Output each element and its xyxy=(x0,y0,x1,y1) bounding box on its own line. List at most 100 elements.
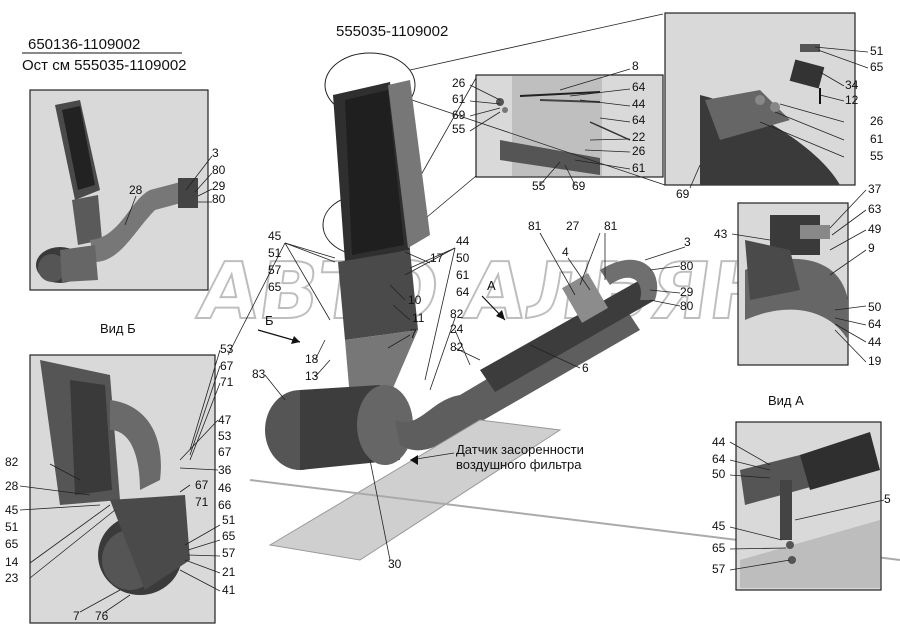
label: 12 xyxy=(845,93,859,107)
label: 65 xyxy=(268,280,282,294)
labels-right-mid: 37 63 49 43 9 50 64 44 19 xyxy=(714,182,882,368)
label: 69 xyxy=(572,179,586,193)
label: 14 xyxy=(5,555,19,569)
label: 13 xyxy=(305,369,319,383)
label: 55 xyxy=(870,149,884,163)
label: 51 xyxy=(268,246,282,260)
labels-top-right: 51 65 34 12 26 61 55 69 xyxy=(676,44,884,201)
label: 36 xyxy=(218,463,232,477)
label: 69 xyxy=(676,187,690,201)
label: 27 xyxy=(566,219,580,233)
label: 64 xyxy=(632,80,646,94)
label: 64 xyxy=(712,452,726,466)
label: 44 xyxy=(632,97,646,111)
label: 51 xyxy=(5,520,19,534)
label: 53 xyxy=(220,342,234,356)
view-b-drawing xyxy=(40,360,190,595)
label: 41 xyxy=(222,583,236,597)
sensor-caption-line2: воздушного фильтра xyxy=(456,457,582,472)
label: 26 xyxy=(632,144,646,158)
label: 80 xyxy=(212,163,226,177)
top-right-drawing xyxy=(700,44,840,185)
label: 26 xyxy=(452,76,466,90)
label: 71 xyxy=(195,495,209,509)
header-center: 555035-1109002 xyxy=(336,23,448,40)
arrow-b-head xyxy=(291,336,300,344)
main-assembly xyxy=(249,80,900,561)
arrow-a-label: А xyxy=(487,278,496,293)
label: 51 xyxy=(870,44,884,58)
label: 65 xyxy=(5,537,19,551)
leaders-top-detail xyxy=(469,68,631,186)
labels-center: 45 51 57 65 44 50 61 64 17 10 11 18 13 8… xyxy=(252,219,694,571)
label: 83 xyxy=(252,367,266,381)
label: 61 xyxy=(632,161,646,175)
label: 69 xyxy=(452,108,466,122)
arrow-a-head xyxy=(496,310,505,320)
view-b-caption: Вид Б xyxy=(100,321,136,336)
view-a-drawing xyxy=(740,432,880,588)
header-left-2: Ост см 555035-1109002 xyxy=(22,57,187,74)
label: 49 xyxy=(868,222,882,236)
label: 34 xyxy=(845,78,859,92)
leaders-right-mid xyxy=(731,189,867,363)
label: 29 xyxy=(680,285,694,299)
label: 44 xyxy=(712,435,726,449)
label: 10 xyxy=(408,293,422,307)
label: 67 xyxy=(220,359,234,373)
label: 65 xyxy=(222,529,236,543)
watermark: АВТО АЛЬЯНС xyxy=(193,246,839,337)
label: 43 xyxy=(714,227,728,241)
label: 47 xyxy=(218,413,232,427)
label: 64 xyxy=(456,285,470,299)
right-mid-drawing xyxy=(745,215,848,340)
label: 80 xyxy=(680,299,694,313)
sensor-caption-line1: Датчик засоренности xyxy=(456,442,584,457)
leaders-view-a xyxy=(729,441,885,571)
label: 45 xyxy=(5,503,19,517)
label: 22 xyxy=(632,130,646,144)
label: 29 xyxy=(212,179,226,193)
leaders-center xyxy=(227,232,686,561)
label: 37 xyxy=(868,182,882,196)
view-a-caption: Вид А xyxy=(768,393,804,408)
labels-view-b: 53 67 71 47 53 67 36 46 67 71 66 51 65 5… xyxy=(5,342,236,623)
label: 7 xyxy=(73,609,80,623)
label: 82 xyxy=(450,340,464,354)
label: 8 xyxy=(632,59,639,73)
label: 67 xyxy=(218,445,232,459)
label: 82 xyxy=(5,455,19,469)
label: 4 xyxy=(562,245,569,259)
label: 18 xyxy=(305,352,319,366)
leaders-view-b xyxy=(19,349,221,613)
label: 19 xyxy=(868,354,882,368)
leaders-top-right xyxy=(689,46,869,189)
label: 50 xyxy=(456,251,470,265)
label: 23 xyxy=(5,571,19,585)
label: 45 xyxy=(268,229,282,243)
label: 50 xyxy=(712,467,726,481)
label: 81 xyxy=(528,219,542,233)
label: 66 xyxy=(218,498,232,512)
labels-top-left: 3 80 29 80 28 xyxy=(129,146,226,206)
label: 65 xyxy=(712,541,726,555)
label: 64 xyxy=(632,113,646,127)
label: 55 xyxy=(532,179,546,193)
leaders-top-left xyxy=(124,155,213,226)
label: 67 xyxy=(195,478,209,492)
label: 57 xyxy=(712,562,726,576)
label: 61 xyxy=(452,92,466,106)
label: 80 xyxy=(212,192,226,206)
label: 17 xyxy=(430,251,444,265)
label: 53 xyxy=(218,429,232,443)
label: 3 xyxy=(212,146,219,160)
label: 9 xyxy=(868,241,875,255)
label: 71 xyxy=(220,375,234,389)
label: 11 xyxy=(412,311,425,325)
label: 82 xyxy=(450,307,464,321)
label: 57 xyxy=(222,546,236,560)
label: 65 xyxy=(870,60,884,74)
label: 61 xyxy=(870,132,884,146)
